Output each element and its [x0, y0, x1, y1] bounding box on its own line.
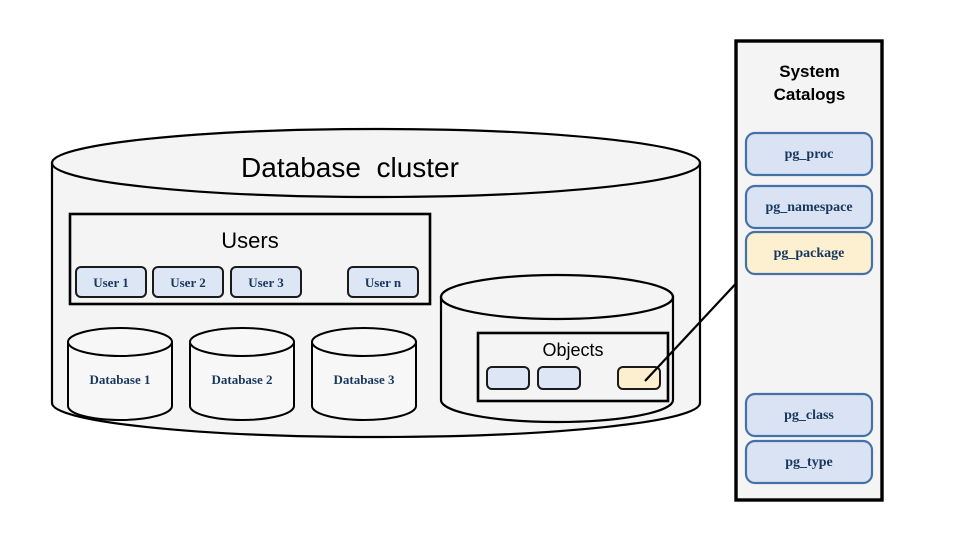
- catalog-item-pg_package-shape[interactable]: [744, 230, 874, 276]
- objects-chip-2-shape[interactable]: [537, 366, 581, 390]
- database-cylinder-3[interactable]: [311, 327, 417, 421]
- objects-chip-3-shape[interactable]: [617, 366, 661, 390]
- catalog-item-pg_class-shape[interactable]: [744, 392, 874, 438]
- objects-cylinder[interactable]: [439, 273, 675, 424]
- objects-chip-1-shape[interactable]: [486, 366, 530, 390]
- user-chip-n-shape[interactable]: [347, 266, 419, 298]
- database-cylinder-1[interactable]: [67, 327, 173, 421]
- database-cylinder-2[interactable]: [189, 327, 295, 421]
- objects-panel-rect: [476, 331, 670, 403]
- user-chip-2-shape[interactable]: [152, 266, 224, 298]
- catalog-item-pg_type-shape[interactable]: [744, 439, 874, 485]
- user-chip-3-shape[interactable]: [230, 266, 302, 298]
- catalog-item-pg_namespace-shape[interactable]: [744, 184, 874, 230]
- users-panel-rect: [68, 212, 432, 306]
- catalog-item-pg_proc-shape[interactable]: [744, 131, 874, 177]
- user-chip-1-shape[interactable]: [75, 266, 147, 298]
